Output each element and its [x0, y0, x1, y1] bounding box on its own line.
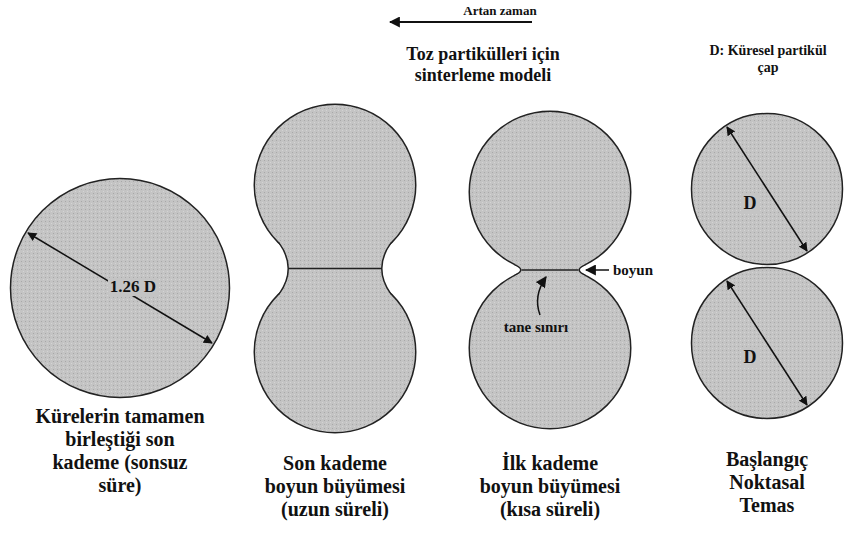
- grain-boundary: [522, 269, 579, 271]
- diagram-title: Toz partikülleri için sinterleme modeli: [383, 44, 583, 86]
- label-box: Başlangıç Noktasal Temas: [712, 448, 822, 517]
- time-arrow: [390, 21, 532, 23]
- label-box: İlk kademe boyun büyümesi (kısa süreli): [476, 452, 624, 521]
- key-note: D: Küresel partikül çap: [704, 42, 832, 76]
- leader-arrow: [538, 277, 546, 315]
- stage-caption: İlk kademe boyun büyümesi (kısa süreli): [476, 452, 624, 521]
- stage-caption: Son kademe boyun büyümesi (uzun süreli): [261, 452, 409, 521]
- particle-outline: [11, 179, 230, 398]
- diameter-label: D: [742, 194, 759, 214]
- particle-outline: [470, 112, 630, 428]
- diameter-dimension: [727, 127, 807, 251]
- label-box: Artan zaman: [440, 3, 560, 19]
- particle-circle: D: [690, 112, 844, 266]
- diameter-dimension: [727, 281, 807, 405]
- stage-caption: Kürelerin tamamen birleştiği son kademe …: [30, 405, 210, 497]
- callout-label: tane sınırı: [491, 318, 581, 336]
- particle-fill: [470, 112, 630, 428]
- diameter-dimension: [28, 233, 212, 343]
- particle-outline: [255, 105, 415, 432]
- title-box: Toz partikülleri için sinterleme modeli: [383, 44, 583, 86]
- label-box: Kürelerin tamamen birleştiği son kademe …: [30, 405, 210, 497]
- particle-fill: [255, 105, 415, 432]
- particle-outline: [692, 268, 843, 419]
- label-box: boyun: [613, 261, 673, 279]
- fused-particle: 1.26 D: [9, 177, 231, 399]
- label-box: D: Küresel partikül çap: [704, 42, 832, 76]
- particle-outline: [692, 114, 843, 265]
- diameter-label: 1.26 D: [108, 278, 158, 297]
- time-label: Artan zaman: [440, 3, 560, 19]
- label-box: Son kademe boyun büyümesi (uzun süreli): [261, 452, 409, 521]
- callout-label: boyun: [613, 261, 673, 279]
- grain-boundary: [289, 268, 381, 270]
- particle-circle: D: [690, 266, 844, 420]
- diameter-label: D: [742, 348, 759, 368]
- label-box: tane sınırı: [491, 318, 581, 336]
- particle-shape: [690, 112, 844, 266]
- stage-caption: Başlangıç Noktasal Temas: [712, 448, 822, 517]
- leader-arrow: [586, 269, 609, 271]
- particle-shape: [690, 266, 844, 420]
